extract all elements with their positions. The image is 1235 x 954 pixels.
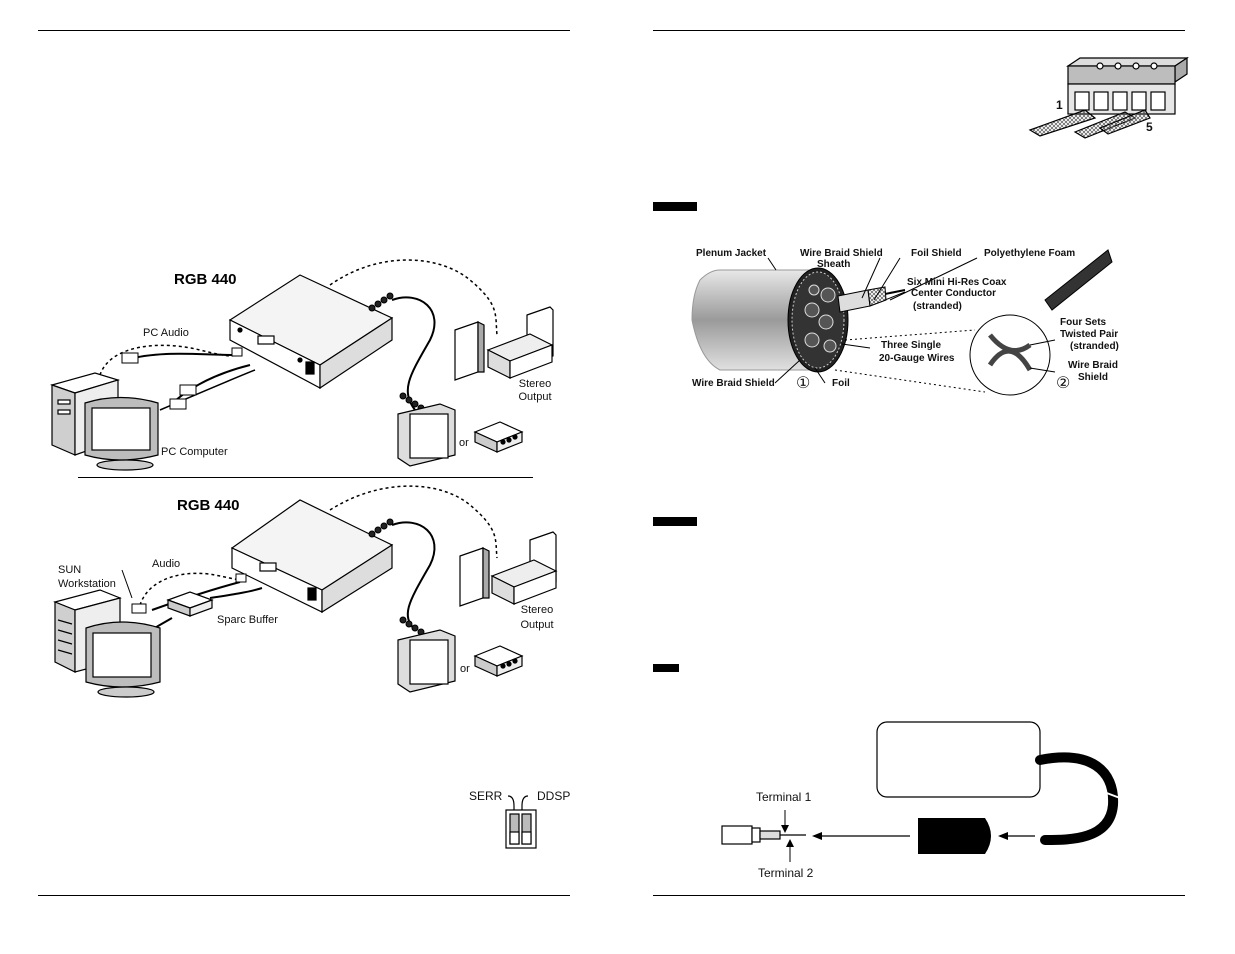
barrel-jack bbox=[721, 825, 806, 845]
stereo-output-b-line1: Stereo bbox=[520, 604, 554, 616]
figure-bottom-title: RGB 440 bbox=[177, 497, 240, 514]
foil-shield-label: Foil Shield bbox=[911, 248, 962, 259]
pc-monitor bbox=[84, 396, 159, 471]
wire-braid-shield-right-label: Wire Braid Shield bbox=[1068, 360, 1118, 384]
switch-ddsp-label: DDSP bbox=[537, 789, 571, 803]
monitor-top-right bbox=[397, 403, 456, 467]
pc-computer-label: PC Computer bbox=[161, 446, 228, 458]
sheath-label: Sheath bbox=[817, 259, 851, 270]
monitor-bottom-right bbox=[397, 629, 456, 693]
or-label-top: or bbox=[459, 437, 469, 449]
plenum-jacket-label: Plenum Jacket bbox=[696, 248, 767, 259]
coax-strand bbox=[837, 286, 906, 313]
stereo-output-label-bottom: Stereo Output bbox=[517, 604, 557, 632]
sparc-buffer-label: Sparc Buffer bbox=[217, 614, 278, 626]
probe bbox=[1044, 249, 1113, 311]
center-conductor-line1: Center Conductor bbox=[911, 288, 996, 299]
switch-serr-label: SERR bbox=[469, 789, 503, 803]
sun-workstation-label: SUN Workstation bbox=[58, 564, 116, 591]
coax-fanout-top bbox=[391, 296, 436, 411]
dip-switch bbox=[505, 795, 537, 849]
six-coax-label: Six Mini Hi-Res Coax bbox=[907, 277, 1007, 288]
section-bar-3 bbox=[653, 664, 679, 672]
stereo-output-line2: Output bbox=[518, 391, 552, 403]
wire-braid-shield-left-label: Wire Braid Shield bbox=[692, 378, 775, 389]
cable-jacket bbox=[691, 269, 816, 371]
power-cord bbox=[1035, 752, 1119, 845]
four-sets-line2: Twisted Pair bbox=[1060, 329, 1119, 340]
wire-braid-shield-top-label: Wire Braid Shield bbox=[800, 248, 883, 259]
coax-fanout-bottom bbox=[391, 521, 436, 631]
terminal-pin-1: 1 bbox=[1056, 98, 1063, 112]
right-bottom-rule bbox=[653, 895, 1185, 896]
marker-1: ① bbox=[796, 375, 811, 392]
four-sets-label: Four Sets Twisted Pair (stranded) bbox=[1060, 317, 1119, 353]
terminal-2-label: Terminal 2 bbox=[758, 866, 814, 880]
figure-top-title: RGB 440 bbox=[174, 271, 237, 288]
figure-divider bbox=[78, 477, 533, 478]
power-plug bbox=[918, 818, 991, 854]
right-top-rule bbox=[653, 30, 1185, 31]
sparc-buffer bbox=[166, 591, 214, 617]
converter-box-top bbox=[473, 421, 524, 453]
twisted-pair-detail bbox=[969, 314, 1051, 396]
stereo-output-line1: Stereo bbox=[518, 378, 552, 390]
section-bar-2 bbox=[653, 517, 697, 526]
left-top-rule bbox=[38, 30, 570, 31]
stereo-top bbox=[454, 306, 554, 381]
audio-label: Audio bbox=[152, 558, 181, 570]
section-bar-1 bbox=[653, 202, 697, 211]
left-bottom-rule bbox=[38, 895, 570, 896]
rgb440-unit-bottom bbox=[230, 499, 394, 614]
four-sets-line3: (stranded) bbox=[1070, 341, 1119, 352]
stereo-output-b-line2: Output bbox=[520, 619, 554, 631]
center-conductor-line2: (stranded) bbox=[913, 301, 962, 312]
stereo-bottom bbox=[459, 531, 558, 607]
terminal-pin-5: 5 bbox=[1146, 120, 1153, 134]
or-label-bottom: or bbox=[460, 663, 470, 675]
dashed-cable-bottom bbox=[329, 485, 498, 559]
three-single-line2: 20-Gauge Wires bbox=[879, 353, 955, 364]
four-sets-line1: Four Sets bbox=[1060, 317, 1107, 328]
power-supply bbox=[876, 721, 1041, 798]
sun-label-line1: SUN bbox=[58, 564, 82, 576]
pc-audio-cable bbox=[99, 344, 237, 376]
foil-label: Foil bbox=[832, 378, 850, 389]
three-single-label: Three Single 20-Gauge Wires bbox=[879, 339, 955, 365]
marker-2: ② bbox=[1056, 375, 1071, 392]
terminal-1-label: Terminal 1 bbox=[756, 790, 812, 804]
sun-monitor bbox=[85, 621, 161, 698]
three-single-line1: Three Single bbox=[881, 340, 942, 351]
stereo-output-label-top: Stereo Output bbox=[515, 378, 555, 404]
pc-audio-label: PC Audio bbox=[143, 327, 189, 339]
wire-braid-right-line2: Shield bbox=[1077, 372, 1108, 383]
rgb440-unit-top bbox=[228, 274, 394, 390]
wire-braid-right-line1: Wire Braid bbox=[1068, 360, 1118, 371]
converter-box-bottom bbox=[473, 645, 524, 677]
cable-end-face bbox=[787, 267, 849, 373]
sun-label-line2: Workstation bbox=[58, 578, 116, 590]
polyethylene-foam-label: Polyethylene Foam bbox=[984, 248, 1076, 259]
terminal-block bbox=[1028, 56, 1189, 139]
center-conductor-label: Center Conductor (stranded) bbox=[911, 287, 996, 313]
dashed-cable-top bbox=[329, 259, 498, 336]
